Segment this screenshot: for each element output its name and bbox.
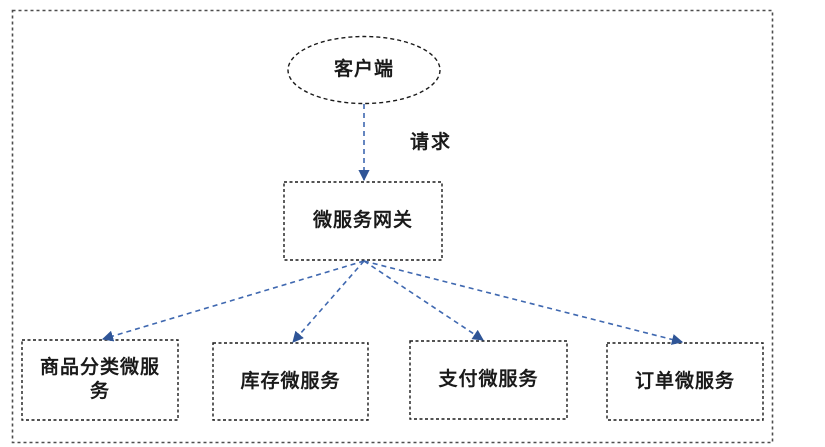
arrow-gateway-to-payment bbox=[363, 260, 484, 341]
gateway-node-shape bbox=[283, 181, 443, 261]
service-node-label-inventory: 库存微服务 bbox=[240, 370, 341, 392]
request-edge-label: 请求 bbox=[410, 132, 453, 153]
arrow-gateway-to-inventory bbox=[292, 260, 365, 343]
service-node-label-order: 订单微服务 bbox=[634, 370, 735, 392]
gateway-node-label: 微服务网关 bbox=[312, 210, 413, 232]
outer-frame-border bbox=[11, 9, 774, 444]
client-node-label: 客户端 bbox=[333, 59, 394, 81]
service-node-label-payment: 支付微服务 bbox=[438, 369, 539, 391]
service-node-shape-product-category bbox=[21, 339, 179, 421]
service-node-product-category: 商品分类微服务 bbox=[22, 340, 178, 420]
service-node-shape-payment bbox=[409, 340, 568, 420]
service-node-shape-order bbox=[606, 342, 764, 421]
arrow-gateway-to-product-category bbox=[101, 260, 365, 342]
client-node-shape bbox=[287, 35, 441, 105]
service-node-label-product-category: 商品分类微服务 bbox=[39, 357, 160, 402]
arrow-gateway-to-order bbox=[363, 260, 684, 345]
service-node-shape-inventory bbox=[212, 342, 369, 421]
